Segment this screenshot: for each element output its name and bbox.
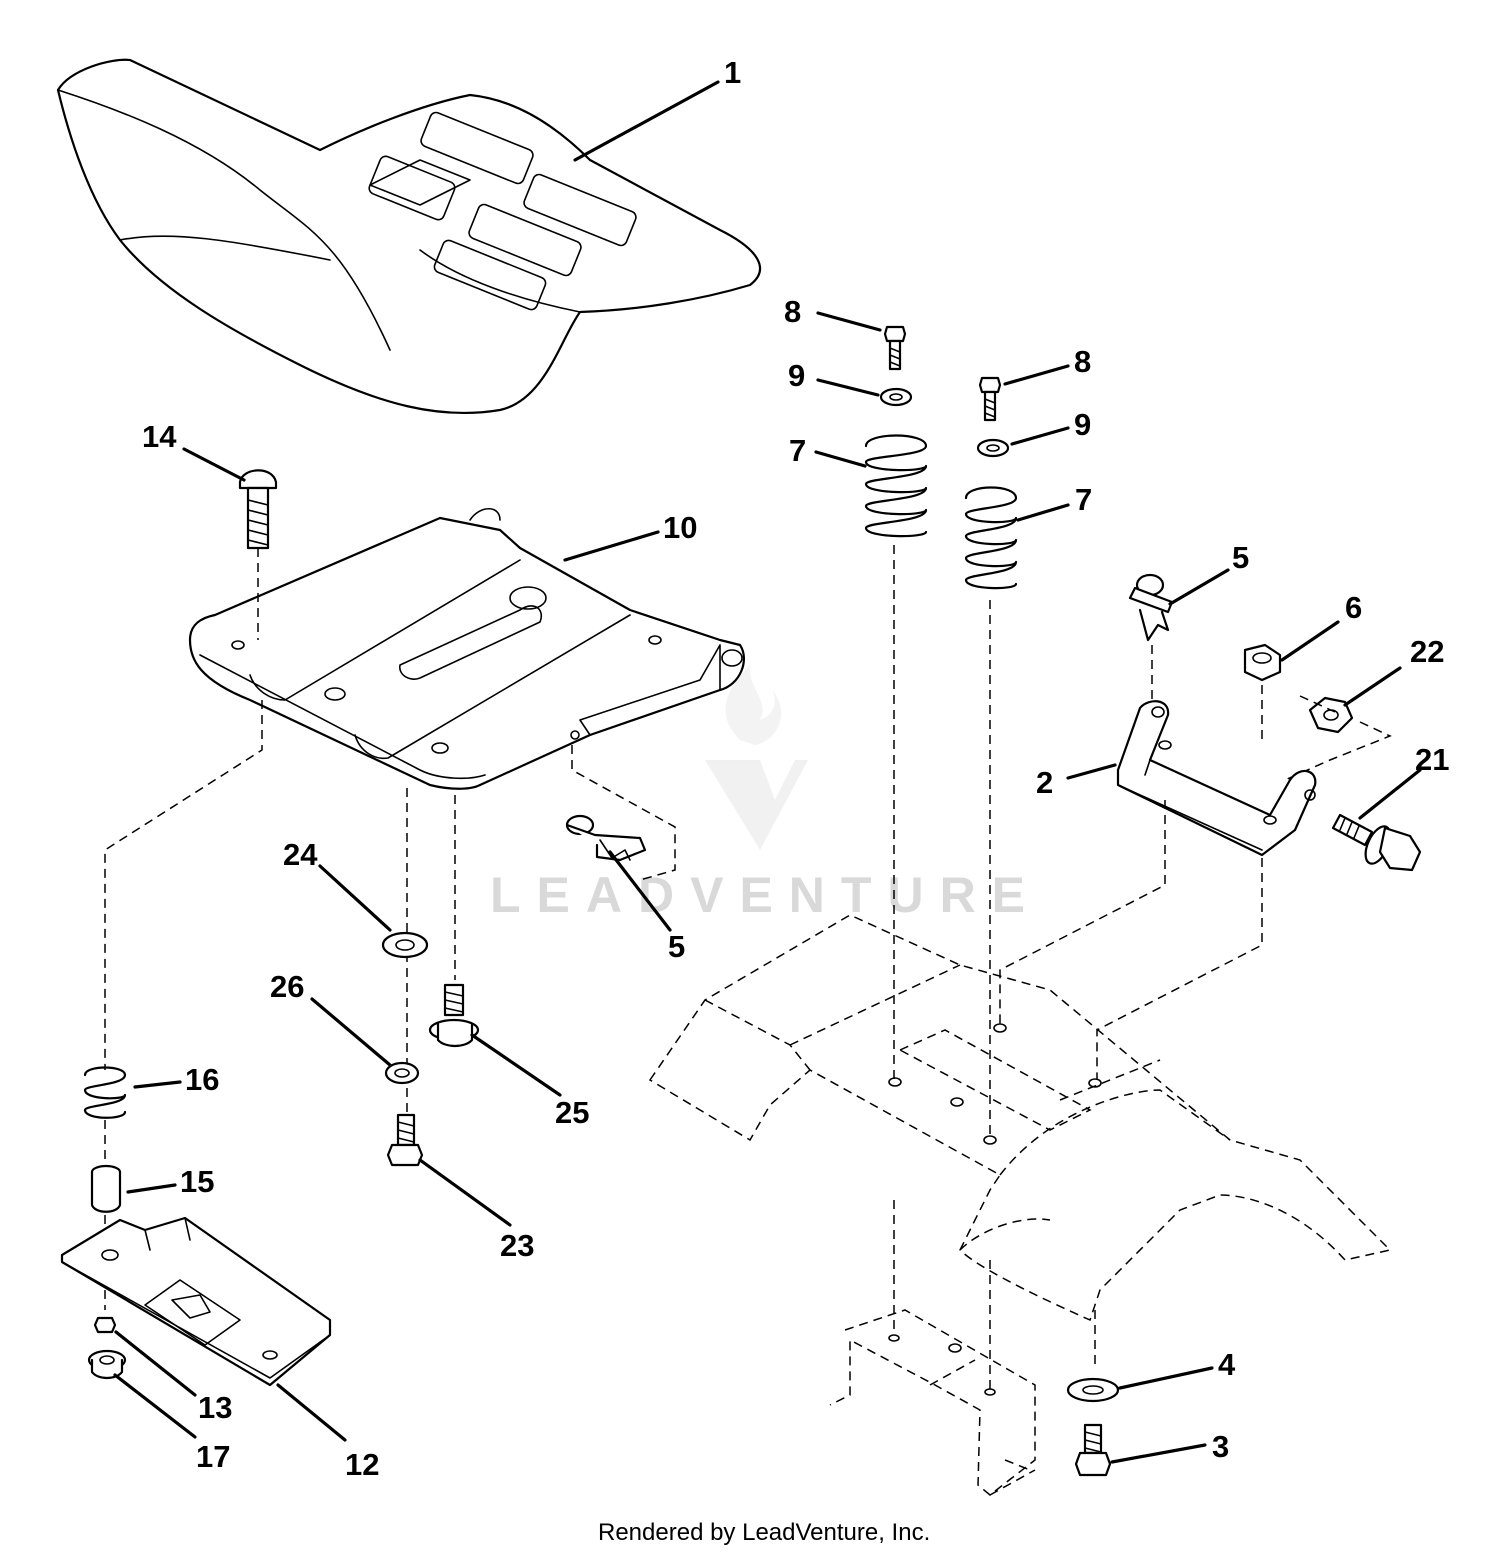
- callout-13-leader: [114, 1330, 197, 1397]
- callout-15-leader: [126, 1183, 177, 1194]
- callout-7-left-leader: [814, 450, 867, 468]
- hex-bolt-part-8-left[interactable]: [883, 325, 907, 371]
- callout-16-leader: [133, 1080, 182, 1089]
- callout-1: 1: [724, 55, 741, 90]
- callout-15: 15: [180, 1164, 214, 1199]
- seat-part-1[interactable]: [56, 58, 761, 415]
- spacer-part-15[interactable]: [90, 1164, 122, 1213]
- callout-26-leader: [310, 997, 392, 1067]
- carriage-bolt-part-14[interactable]: [238, 469, 278, 550]
- callout-5-lower-leader: [608, 850, 672, 932]
- flange-nut-part-17[interactable]: [87, 1349, 127, 1380]
- callout-7-right: 7: [1075, 482, 1092, 517]
- bracket-plate-part-12[interactable]: [60, 1216, 332, 1387]
- watermark-text: LEADVENTURE: [490, 867, 1041, 923]
- clip-part-5-lower[interactable]: [565, 814, 647, 862]
- callout-26: 26: [270, 969, 304, 1004]
- callout-4-leader: [1118, 1366, 1214, 1390]
- callout-17-leader: [113, 1373, 197, 1439]
- lower-bracket-dashed: [829, 1309, 1036, 1496]
- watermark-logo: [705, 665, 808, 850]
- callout-2: 2: [1036, 765, 1053, 800]
- clip-part-5-upper[interactable]: [1128, 573, 1174, 642]
- nut-part-13[interactable]: [93, 1316, 117, 1334]
- callout-1-leader: [573, 80, 720, 162]
- washer-part-9-right[interactable]: [976, 438, 1010, 458]
- callout-8-right: 8: [1074, 344, 1091, 379]
- callout-5-upper-leader: [1168, 568, 1230, 606]
- footer-credit: Rendered by LeadVenture, Inc.: [598, 1519, 930, 1546]
- callout-8-left-leader: [816, 311, 882, 332]
- spring-part-16[interactable]: [83, 1066, 127, 1119]
- spring-part-7-right[interactable]: [964, 486, 1018, 590]
- callout-12: 12: [345, 1447, 379, 1482]
- callout-14-leader: [182, 447, 246, 482]
- callout-9-right: 9: [1074, 407, 1091, 442]
- spring-part-7-left[interactable]: [864, 434, 928, 538]
- callout-22-leader: [1343, 666, 1402, 707]
- callout-16: 16: [185, 1062, 219, 1097]
- callout-7-left: 7: [789, 433, 806, 468]
- callout-17: 17: [196, 1439, 230, 1474]
- callout-2-leader: [1066, 763, 1117, 780]
- callout-3: 3: [1212, 1429, 1229, 1464]
- lock-nut-part-6[interactable]: [1243, 643, 1282, 682]
- callout-25-leader: [470, 1033, 562, 1097]
- callout-8-right-leader: [1003, 364, 1070, 386]
- callout-6-leader: [1280, 620, 1340, 662]
- hex-bolt-part-3[interactable]: [1074, 1423, 1112, 1477]
- assembly-line-left: [104, 700, 263, 1070]
- flange-bolt-part-21[interactable]: [1331, 813, 1422, 872]
- callout-14: 14: [142, 419, 177, 454]
- callout-9-right-leader: [1010, 426, 1070, 446]
- washer-part-4[interactable]: [1066, 1377, 1120, 1403]
- bracket-part-2[interactable]: [1116, 700, 1317, 857]
- shoulder-bolt-part-25[interactable]: [428, 983, 480, 1048]
- callout-10: 10: [663, 510, 697, 545]
- callout-6: 6: [1345, 590, 1362, 625]
- washer-part-9-left[interactable]: [879, 387, 913, 407]
- assembly-line-22: [1284, 695, 1392, 781]
- callout-13: 13: [198, 1390, 232, 1425]
- callout-23-leader: [418, 1158, 512, 1227]
- callout-8-left: 8: [784, 294, 801, 329]
- callout-9-left-leader: [816, 378, 880, 397]
- lock-washer-part-26[interactable]: [384, 1061, 420, 1085]
- washer-part-24[interactable]: [381, 931, 429, 959]
- callout-7-right-leader: [1016, 503, 1070, 522]
- callout-5-lower: 5: [668, 929, 685, 964]
- callout-24: 24: [283, 837, 318, 872]
- callout-3-leader: [1110, 1443, 1207, 1464]
- callout-24-leader: [318, 864, 392, 932]
- frame-dashed: [648, 914, 1392, 1322]
- callout-22: 22: [1410, 634, 1444, 669]
- callout-21: 21: [1415, 742, 1449, 777]
- callout-21-leader: [1358, 768, 1422, 820]
- callout-9-left: 9: [788, 358, 805, 393]
- assembly-line-5a: [571, 745, 676, 881]
- callout-5-upper: 5: [1232, 540, 1249, 575]
- callout-12-leader: [276, 1383, 347, 1442]
- callout-23: 23: [500, 1228, 534, 1263]
- callout-10-leader: [563, 530, 660, 562]
- seat-pan-part-10[interactable]: [188, 507, 745, 790]
- assembly-line-2-right: [1096, 858, 1263, 1080]
- hex-bolt-part-23[interactable]: [386, 1113, 424, 1167]
- callout-25: 25: [555, 1095, 589, 1130]
- callout-4: 4: [1218, 1347, 1236, 1382]
- hex-bolt-part-8-right[interactable]: [978, 376, 1002, 422]
